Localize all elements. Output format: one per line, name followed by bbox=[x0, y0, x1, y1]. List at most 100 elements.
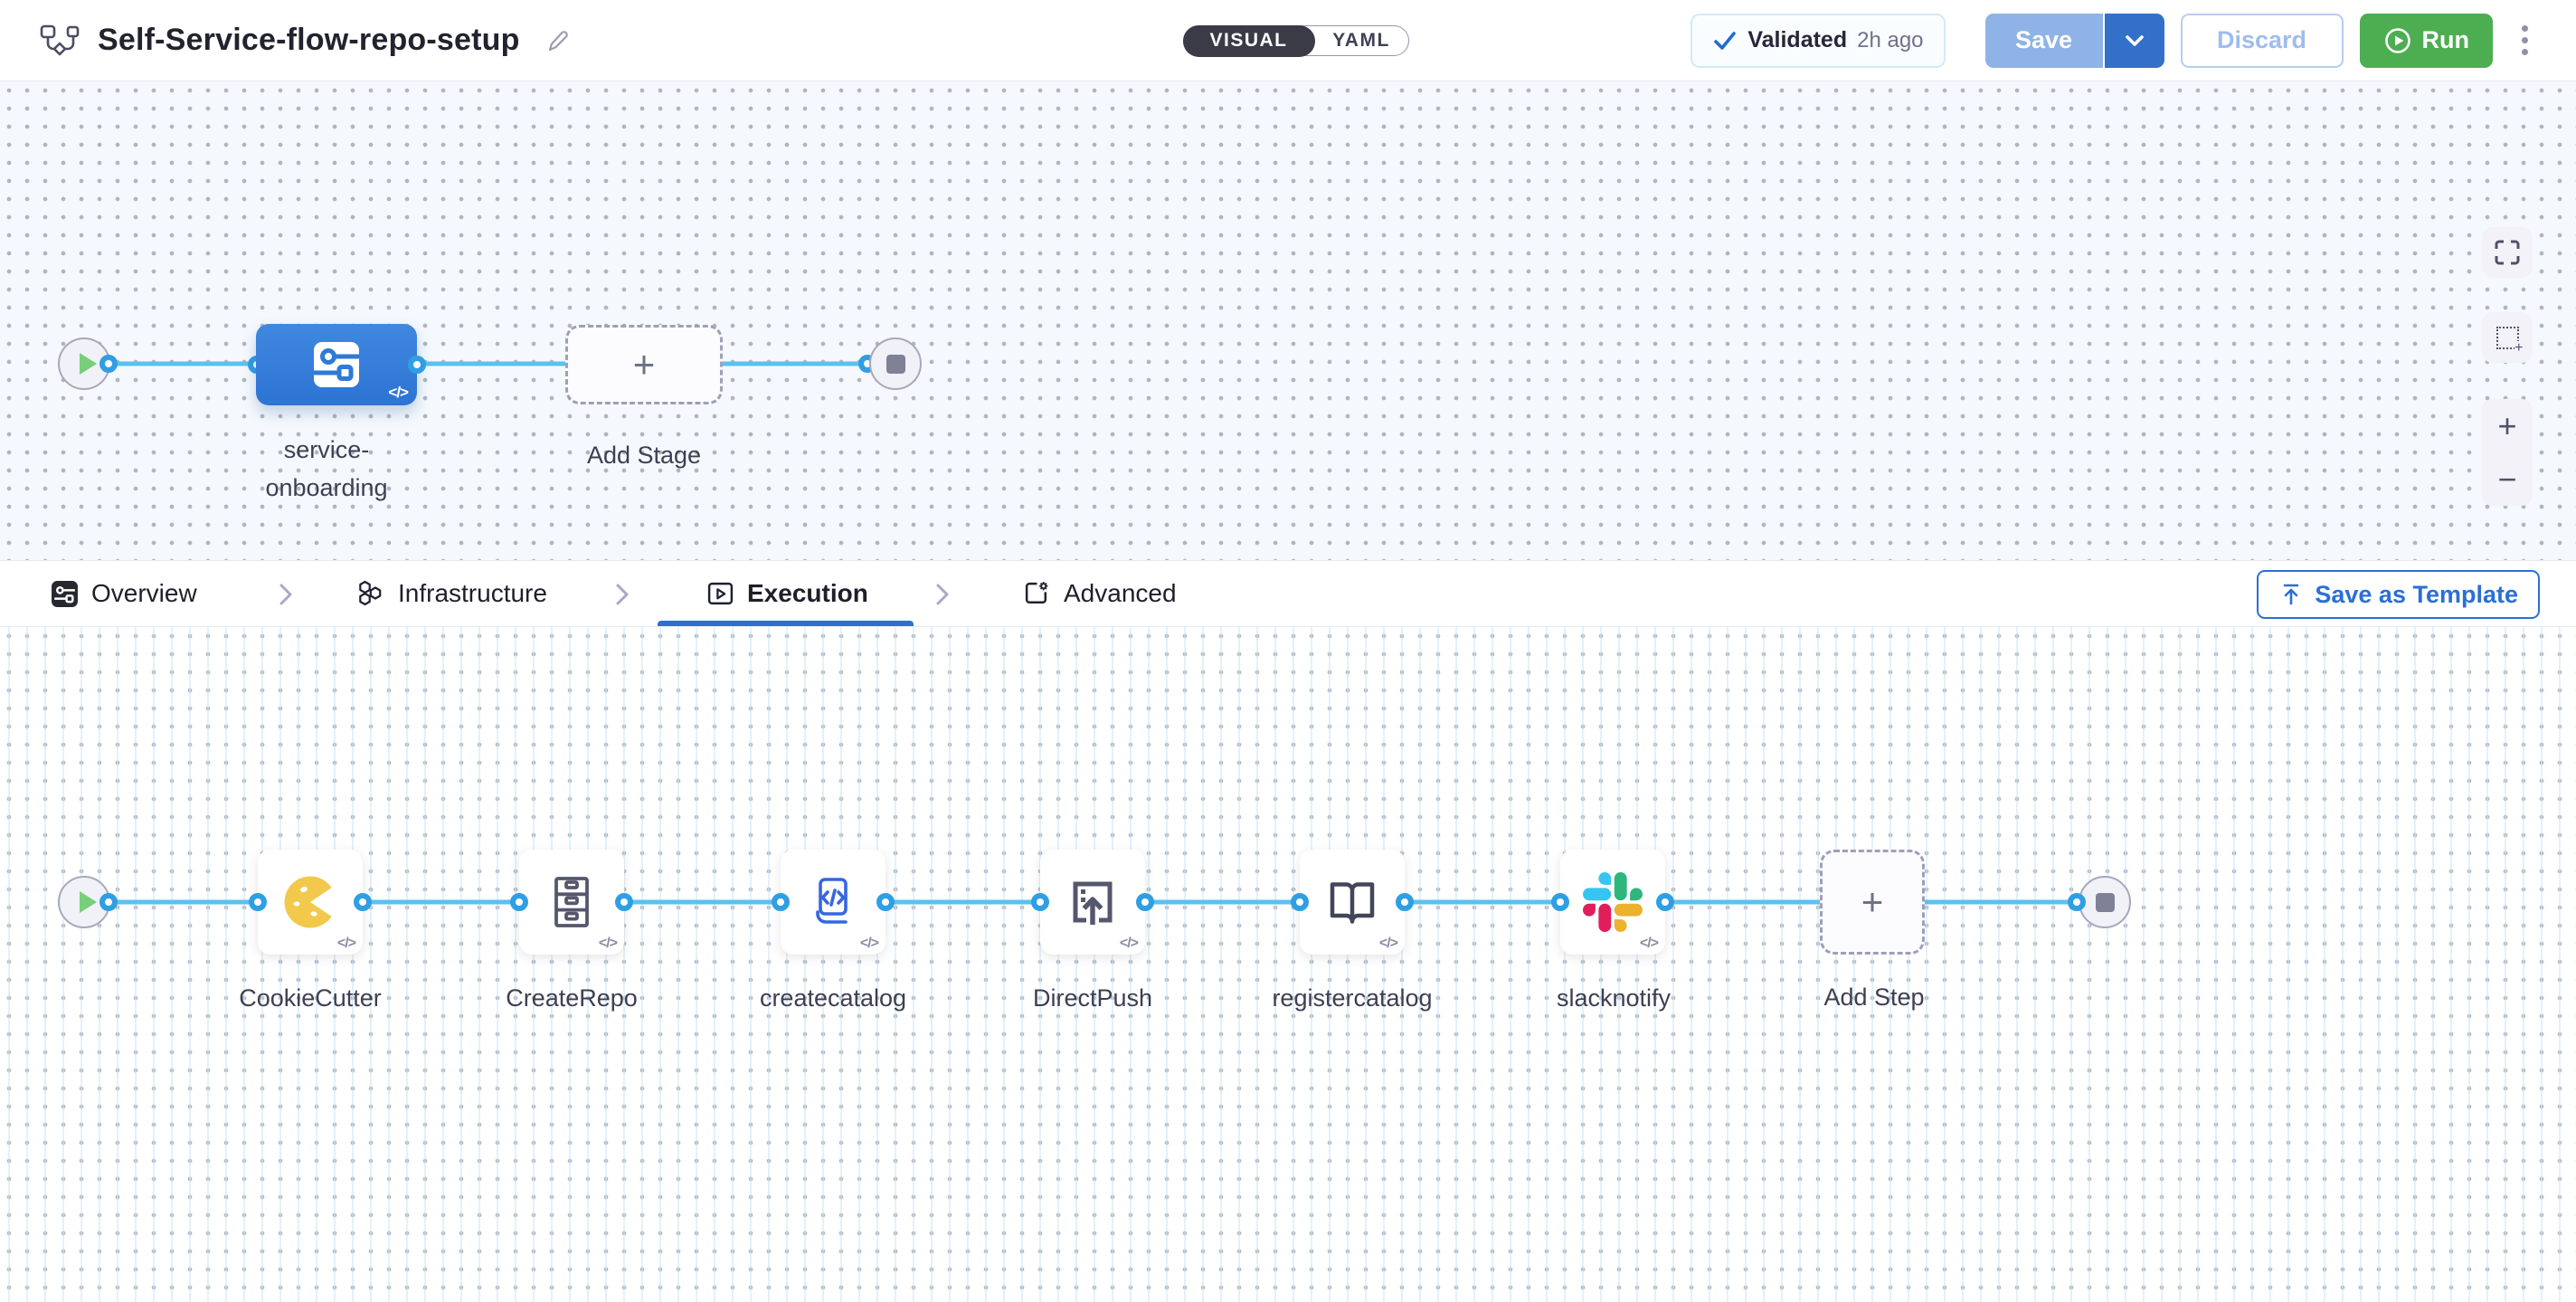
header: Self-Service-flow-repo-setup VISUAL YAML… bbox=[0, 0, 2576, 81]
tab-overview[interactable]: Overview bbox=[51, 561, 197, 626]
execution-start-node bbox=[58, 876, 110, 928]
save-button[interactable]: Save bbox=[1984, 13, 2105, 68]
connector-port[interactable] bbox=[1656, 893, 1674, 911]
add-stage-button[interactable]: + bbox=[565, 325, 723, 404]
stage-node-service-onboarding[interactable]: </> bbox=[256, 324, 417, 405]
zoom-controls: + − bbox=[2482, 399, 2533, 506]
save-as-template-button[interactable]: Save as Template bbox=[2257, 570, 2540, 619]
open-book-icon bbox=[1322, 872, 1382, 932]
stop-square-icon bbox=[886, 354, 905, 374]
connector-line bbox=[723, 361, 867, 366]
code-laptop-icon bbox=[803, 872, 863, 932]
tab-infrastructure-label: Infrastructure bbox=[398, 579, 547, 607]
marquee-select-button[interactable]: + bbox=[2482, 312, 2533, 363]
connector-port[interactable] bbox=[510, 893, 528, 911]
step-node-registercatalog[interactable]: </> bbox=[1300, 850, 1405, 955]
connector-port[interactable] bbox=[99, 355, 118, 373]
chevron-right-icon bbox=[279, 583, 294, 611]
active-tab-underline bbox=[658, 621, 914, 626]
step-label: createcatalog bbox=[759, 984, 907, 1012]
connector-line bbox=[624, 899, 781, 905]
play-triangle-icon bbox=[79, 891, 97, 913]
connector-line bbox=[417, 361, 565, 366]
step-label: CookieCutter bbox=[239, 984, 382, 1012]
connector-line bbox=[1145, 899, 1300, 905]
fullscreen-icon bbox=[2494, 239, 2521, 266]
page-title: Self-Service-flow-repo-setup bbox=[98, 23, 520, 57]
play-circle-icon bbox=[2383, 26, 2412, 55]
pipeline-title-group: Self-Service-flow-repo-setup bbox=[40, 23, 571, 58]
connector-port[interactable] bbox=[1136, 893, 1154, 911]
validated-time: 2h ago bbox=[1857, 27, 1924, 52]
run-label: Run bbox=[2421, 26, 2469, 53]
stage-canvas[interactable]: </> + service-onboarding Add Stage + + − bbox=[0, 81, 2576, 560]
connector-line bbox=[1405, 899, 1560, 905]
connector-port[interactable] bbox=[1551, 893, 1569, 911]
tab-overview-label: Overview bbox=[91, 579, 197, 607]
validated-label: Validated bbox=[1747, 27, 1848, 52]
connector-port[interactable] bbox=[615, 893, 633, 911]
connector-port[interactable] bbox=[99, 893, 118, 911]
validated-badge: Validated 2h ago bbox=[1690, 13, 1946, 68]
connector-line bbox=[109, 361, 257, 366]
fullscreen-button[interactable] bbox=[2482, 227, 2533, 278]
more-options-kebab-icon[interactable] bbox=[2509, 14, 2540, 68]
toggle-yaml[interactable]: YAML bbox=[1332, 30, 1390, 51]
tab-advanced-label: Advanced bbox=[1064, 579, 1177, 607]
stop-square-icon bbox=[2095, 892, 2115, 912]
code-badge-icon: </> bbox=[1119, 936, 1139, 951]
connector-port[interactable] bbox=[1031, 893, 1049, 911]
code-badge-icon: </> bbox=[1378, 936, 1398, 951]
execution-end-node bbox=[2079, 876, 2131, 928]
save-as-template-label: Save as Template bbox=[2315, 580, 2518, 608]
edit-title-pencil-icon[interactable] bbox=[544, 27, 571, 54]
connector-port[interactable] bbox=[1396, 893, 1414, 911]
play-window-icon bbox=[706, 580, 734, 608]
step-node-cookiecutter[interactable]: </> bbox=[258, 850, 363, 955]
discard-button[interactable]: Discard bbox=[2180, 13, 2344, 68]
connector-line bbox=[1665, 899, 1820, 905]
tab-execution[interactable]: Execution bbox=[706, 561, 868, 626]
upload-box-icon bbox=[1063, 872, 1122, 932]
plus-icon: + bbox=[1861, 880, 1884, 923]
connector-port[interactable] bbox=[1291, 893, 1309, 911]
step-node-slacknotify[interactable]: </> bbox=[1560, 850, 1665, 955]
execution-canvas[interactable]: </> </> </> bbox=[0, 627, 2576, 1302]
zoom-in-button[interactable]: + bbox=[2482, 399, 2533, 452]
tab-infrastructure[interactable]: Infrastructure bbox=[355, 561, 547, 626]
step-node-directpush[interactable]: </> bbox=[1040, 850, 1145, 955]
step-node-createrepo[interactable]: </> bbox=[519, 850, 624, 955]
zoom-out-button[interactable]: − bbox=[2482, 452, 2533, 506]
code-badge-icon: </> bbox=[859, 936, 879, 951]
stage-icon bbox=[308, 336, 365, 394]
chevron-down-icon bbox=[2125, 34, 2145, 47]
connector-port[interactable] bbox=[772, 893, 790, 911]
stage-label: service-onboarding bbox=[265, 436, 388, 501]
connector-line bbox=[363, 899, 519, 905]
code-badge-icon: </> bbox=[1639, 936, 1659, 951]
connector-port[interactable] bbox=[876, 893, 895, 911]
connector-port[interactable] bbox=[2068, 893, 2086, 911]
connector-port[interactable] bbox=[408, 356, 426, 374]
run-button[interactable]: Run bbox=[2359, 13, 2493, 68]
save-options-button[interactable] bbox=[2104, 13, 2164, 68]
step-node-createcatalog[interactable]: </> bbox=[781, 850, 886, 955]
check-icon bbox=[1712, 28, 1738, 53]
mini-plus-icon: + bbox=[2514, 339, 2524, 356]
add-step-button[interactable]: + bbox=[1820, 850, 1925, 955]
stage-overview-icon bbox=[51, 580, 79, 608]
connector-port[interactable] bbox=[354, 893, 372, 911]
play-triangle-icon bbox=[79, 353, 97, 375]
toggle-visual[interactable]: VISUAL bbox=[1182, 24, 1315, 57]
tab-advanced[interactable]: Advanced bbox=[1023, 561, 1177, 626]
step-label: slacknotify bbox=[1556, 984, 1672, 1012]
add-stage-label: Add Stage bbox=[586, 442, 702, 469]
stage-tabbar: Overview Infrastructure Execution bbox=[0, 560, 2576, 627]
visual-yaml-toggle[interactable]: VISUAL YAML bbox=[1182, 24, 1409, 57]
gear-window-icon bbox=[1023, 580, 1051, 608]
pipeline-end-node bbox=[869, 337, 922, 390]
marquee-select-icon: + bbox=[2496, 326, 2524, 356]
chevron-right-icon bbox=[935, 583, 951, 611]
connector-port[interactable] bbox=[249, 893, 267, 911]
code-badge-icon: </> bbox=[336, 936, 356, 951]
